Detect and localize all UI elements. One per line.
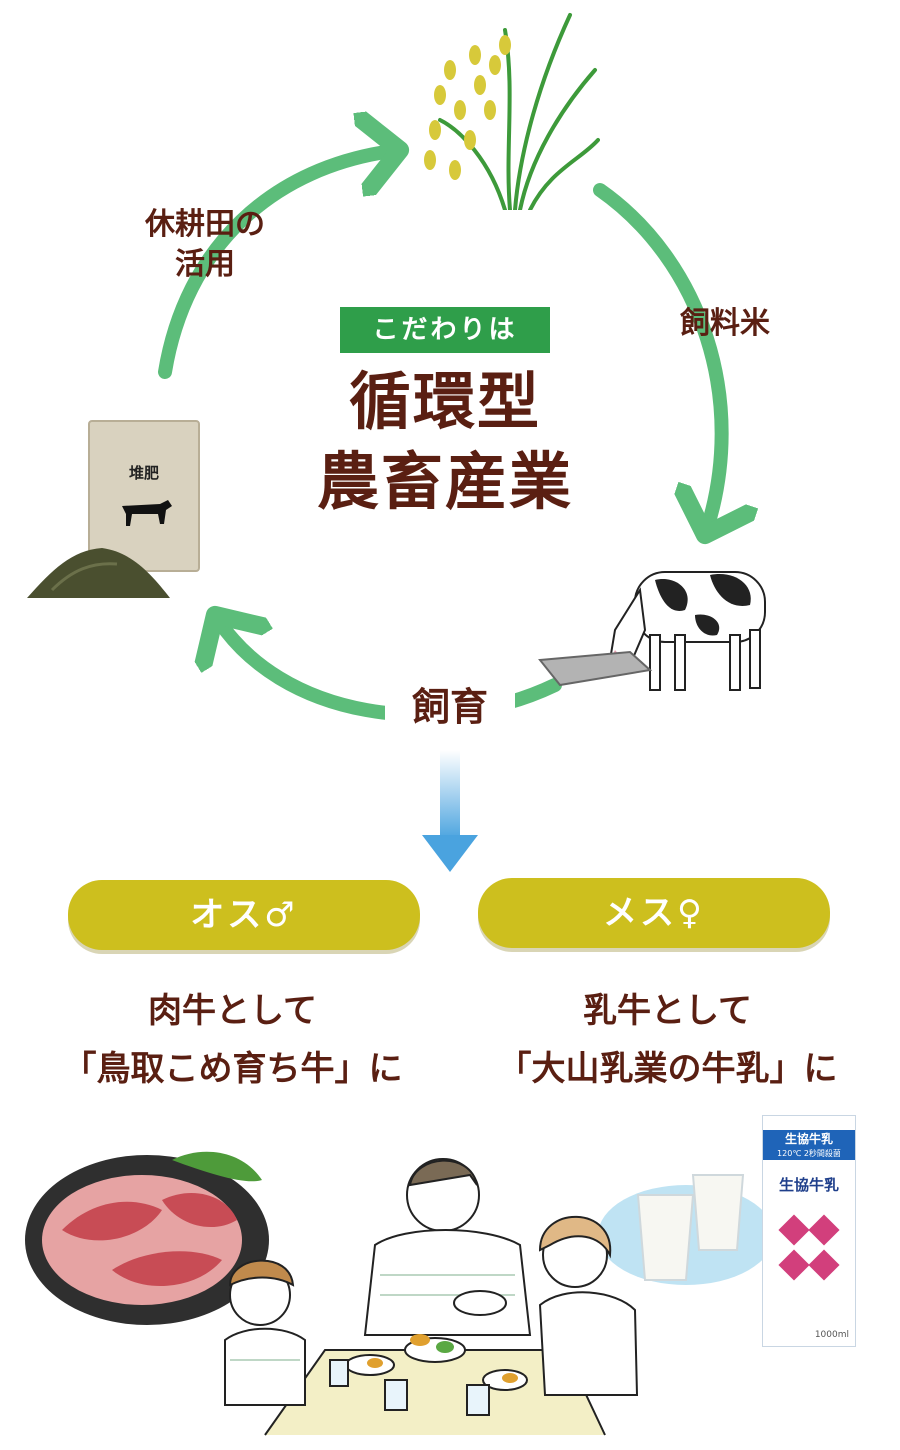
milk-carton-illustration: 生協牛乳 120℃ 2秒間殺菌 生協牛乳 1000ml <box>762 1115 856 1347</box>
center-title-line1: 循環型 <box>348 365 541 438</box>
cow-feeding-illustration <box>538 571 766 691</box>
label-fallow-line2: 活用 <box>175 247 235 282</box>
down-arrow-icon <box>422 750 478 872</box>
male-line1: 肉牛として <box>148 991 317 1031</box>
carton-diamond-pattern <box>778 1214 840 1281</box>
compost-pile-illustration <box>27 548 170 598</box>
family-dining-illustration <box>224 1158 639 1436</box>
center-tag: こだわりは <box>340 307 550 353</box>
label-feed-rice: 飼料米 <box>680 306 770 341</box>
male-pill: オス♂ <box>68 880 420 950</box>
compost-bag-label: 堆肥 <box>128 464 159 482</box>
compost-bag-illustration: 堆肥 <box>88 420 200 572</box>
male-description: 肉牛として 「鳥取こめ育ち牛」に <box>10 982 455 1098</box>
label-fallow-field: 休耕田の 活用 <box>115 205 295 285</box>
carton-main-brand: 生協牛乳 <box>778 1176 839 1194</box>
female-pill: メス♀ <box>478 878 830 948</box>
label-raising: 飼育 <box>385 682 515 732</box>
center-title-line2: 農畜産業 <box>316 445 573 518</box>
milk-glasses-illustration <box>598 1174 773 1285</box>
male-line2: 「鳥取こめ育ち牛」に <box>62 1049 403 1089</box>
label-fallow-line1: 休耕田の <box>145 207 265 242</box>
female-description: 乳牛として 「大山乳業の牛乳」に <box>445 982 890 1098</box>
rice-plant-illustration <box>424 13 600 210</box>
cow-silhouette-icon <box>122 500 172 526</box>
arrow-rice-to-cow <box>593 183 722 535</box>
female-line2: 「大山乳業の牛乳」に <box>497 1049 838 1089</box>
carton-volume: 1000ml <box>814 1330 849 1340</box>
beef-platter-illustration <box>25 1151 269 1325</box>
arrow-fallow-to-rice <box>158 150 400 379</box>
female-line1: 乳牛として <box>583 991 752 1031</box>
carton-top-sub: 120℃ 2秒間殺菌 <box>763 1148 855 1160</box>
carton-top-brand: 生協牛乳 <box>763 1130 855 1148</box>
